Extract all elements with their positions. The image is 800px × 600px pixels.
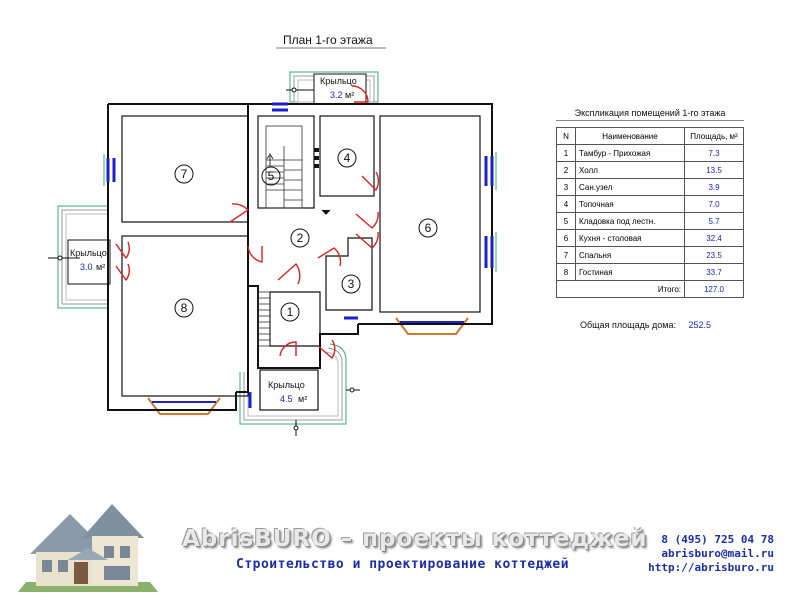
total-label: Итого:	[556, 280, 685, 298]
explication-panel: Экспликация помещений 1-го этажа N Наиме…	[556, 108, 744, 298]
contact-email-link[interactable]: abrisburo@mail.ru	[661, 547, 774, 560]
table-header-row: N Наименование Площадь, м²	[556, 127, 744, 145]
room-labels	[174, 148, 438, 322]
explication-title: Экспликация помещений 1-го этажа	[556, 108, 744, 121]
windows	[106, 102, 494, 408]
total-value: 127.0	[684, 280, 744, 298]
col-area-header: Площадь, м²	[684, 127, 744, 145]
porch-top	[289, 71, 379, 105]
wall-inner-lines	[121, 115, 481, 397]
porch-bottom-label: Крыльцо	[268, 380, 305, 390]
room-number-3: 3	[348, 277, 355, 291]
porch-top-area: 3.2	[330, 90, 343, 100]
room-number-4: 4	[344, 151, 351, 165]
outer-walls	[107, 103, 493, 411]
porch-left-area: 3.0	[80, 262, 93, 272]
porch-left-unit: м²	[96, 262, 105, 272]
brand-subtitle: Строительство и проектирование коттеджей	[236, 557, 570, 572]
porch-bottom-area: 4.5	[280, 394, 293, 404]
house-total-area: Общая площадь дома: 252.5	[580, 320, 750, 330]
window-frames	[103, 152, 497, 272]
col-number-header: N	[556, 127, 576, 145]
room-number-1: 1	[287, 305, 294, 319]
doors	[115, 85, 380, 360]
staircase	[265, 125, 303, 209]
porch-top-unit: м²	[345, 90, 354, 100]
col-name-header: Наименование	[575, 127, 685, 145]
porch-left-label: Крыльцо	[70, 248, 107, 258]
wardrobe	[257, 291, 271, 347]
table-total-row: Итого: 127.0	[556, 280, 744, 298]
contact-phone: 8 (495) 725 04 78	[661, 533, 774, 546]
boiler-equipment	[314, 148, 319, 168]
house-total-label: Общая площадь дома:	[580, 320, 676, 330]
contact-site-link[interactable]: http://abrisburo.ru	[648, 561, 774, 574]
room-number-8: 8	[181, 301, 188, 315]
room-number-2: 2	[297, 231, 304, 245]
porch-top-label: Крыльцо	[320, 76, 357, 86]
room-number-7: 7	[181, 167, 188, 181]
brand-title: AbrisBURO – проекты коттеджей	[182, 526, 648, 552]
bay-window-bottom-left	[147, 397, 221, 415]
entrance-arrows	[48, 87, 360, 436]
porch-bottom-unit: м²	[298, 394, 307, 404]
room-number-5: 5	[268, 169, 275, 183]
bay-window-bottom-right	[395, 317, 469, 335]
plan-title: План 1-го этажа	[283, 33, 373, 47]
house-illustration	[18, 504, 158, 592]
room-number-6: 6	[425, 221, 432, 235]
house-total-value: 252.5	[688, 320, 712, 330]
